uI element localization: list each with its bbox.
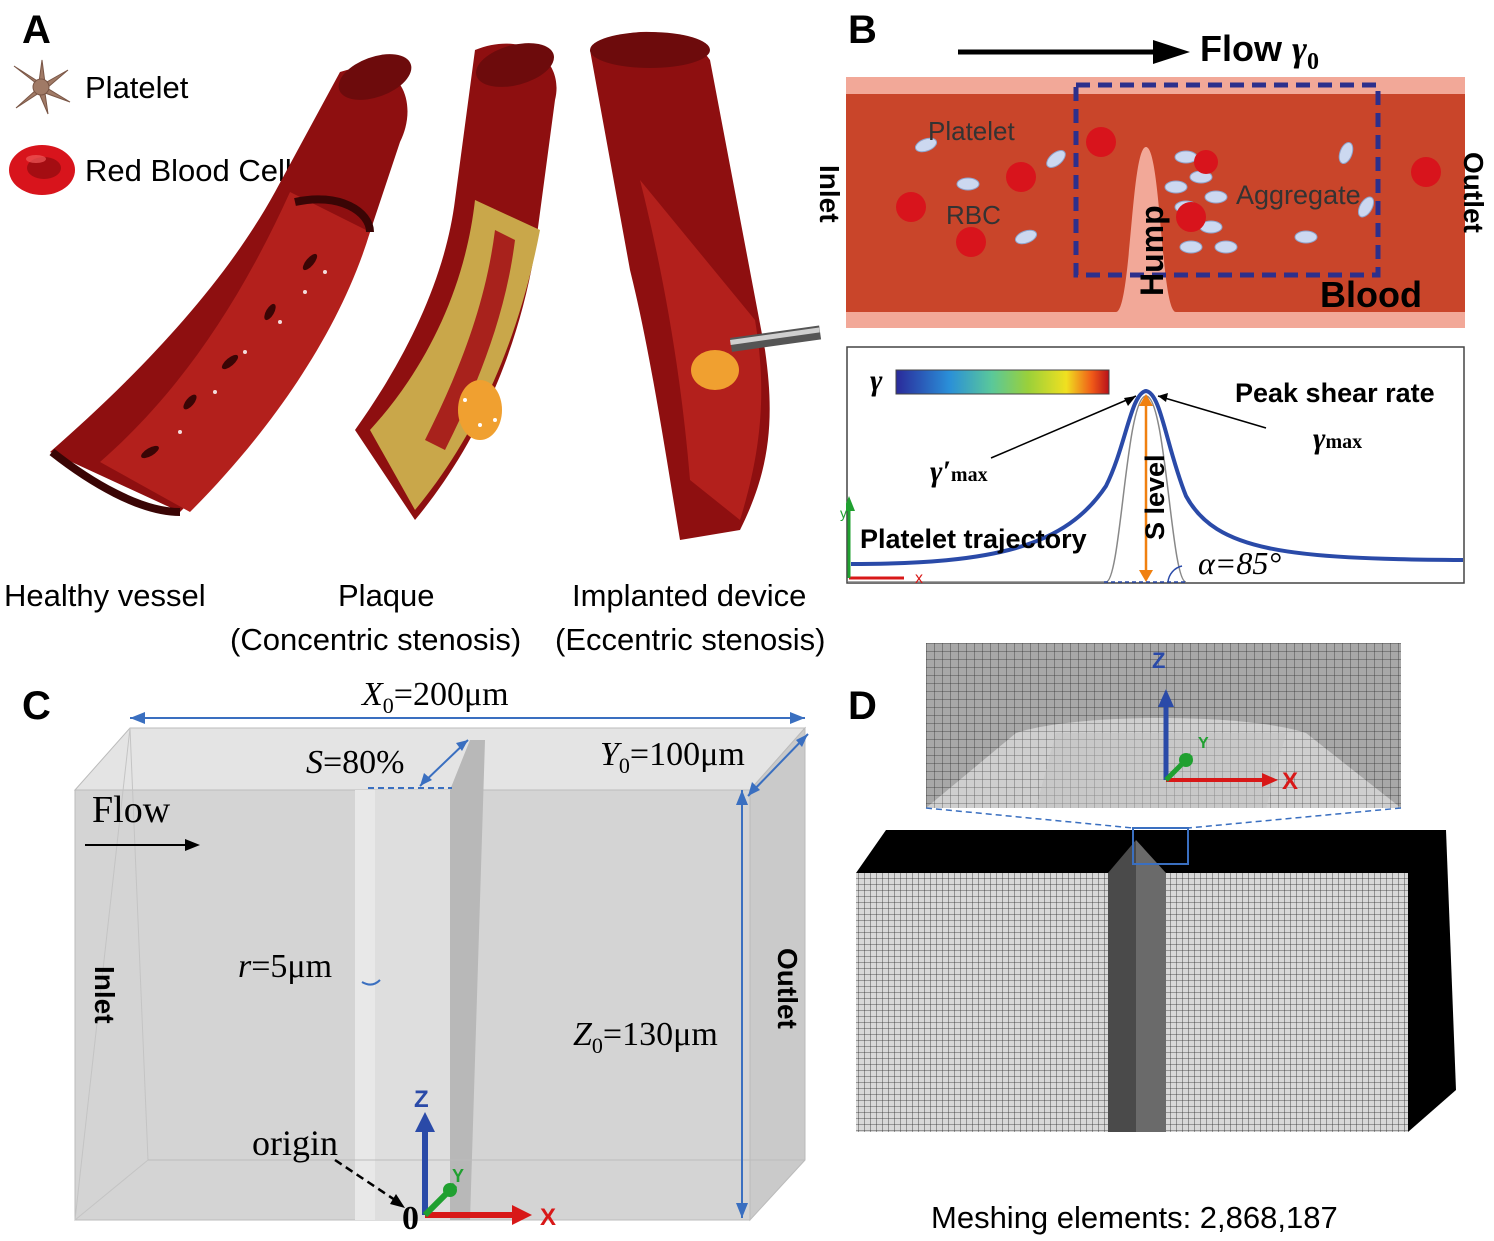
outlet-label-b: Outlet	[1458, 152, 1489, 233]
z0-dimension-label: Z0=130μm	[573, 1016, 718, 1058]
inlet-label-c: Inlet	[89, 966, 120, 1024]
mesh-zoom-inset	[926, 643, 1401, 808]
s-level-label: S level	[1140, 454, 1170, 540]
gamma-max-prime-label: γ′max	[930, 455, 988, 488]
axis-x-label-d: X	[1282, 768, 1299, 795]
panel-a-label: A	[22, 8, 51, 52]
hump-label: Hump	[1134, 205, 1170, 296]
panel-d-label: D	[848, 684, 877, 728]
platelet-icon	[13, 59, 71, 115]
caption-implanted-device: Implanted device	[572, 578, 807, 613]
origin-zero-label: 0	[402, 1200, 419, 1237]
colorbar-gamma-symbol: γ	[870, 364, 883, 397]
axis-x-label-b: x	[915, 570, 923, 587]
shear-rate-plot	[846, 346, 1465, 584]
radius-label: r=5μm	[238, 948, 333, 985]
subcaption-plaque: (Concentric stenosis)	[230, 622, 522, 657]
subcaption-implanted-device: (Eccentric stenosis)	[555, 622, 826, 657]
axis-x-label-c: X	[540, 1204, 557, 1231]
flow-label-b: Flow γ0	[1200, 28, 1319, 75]
panel-c-label: C	[22, 684, 51, 728]
healthy-vessel-illustration	[49, 54, 412, 516]
legend-rbc-label: Red Blood Cell	[85, 153, 292, 188]
meshing-elements-label: Meshing elements: 2,868,187	[931, 1200, 1338, 1235]
legend-platelet-label: Platelet	[85, 70, 189, 105]
alpha-angle-label: α=85°	[1198, 545, 1282, 581]
y0-dimension-label: Y0=100μm	[600, 736, 745, 778]
platelet-trajectory-label: Platelet trajectory	[860, 524, 1087, 554]
panel-c: C X0=	[0, 670, 860, 1241]
channel-diagram	[846, 77, 1465, 328]
caption-healthy-vessel: Healthy vessel	[4, 578, 206, 613]
rbc-label-b: RBC	[946, 200, 1001, 230]
axis-y-label-c: Y	[452, 1166, 465, 1186]
blood-label: Blood	[1320, 274, 1422, 315]
stenosis-level-label: S=80%	[306, 744, 405, 781]
axis-y-label-d: Y	[1198, 735, 1209, 752]
implanted-device-vessel-illustration	[590, 31, 822, 541]
flow-gamma-symbol: γ	[1292, 29, 1307, 69]
aggregate-label: Aggregate	[1236, 180, 1361, 210]
peak-shear-rate-label: Peak shear rate	[1235, 378, 1435, 408]
plaque-vessel-illustration	[355, 43, 557, 520]
axis-z-label-d: Z	[1152, 648, 1166, 673]
flow-label-c: Flow	[92, 789, 171, 831]
red-blood-cell-icon	[9, 145, 75, 195]
gamma-max-label: γmax	[1313, 422, 1363, 455]
channel-geometry-3d	[73, 712, 809, 1225]
panel-d: D Z X Y	[846, 640, 1494, 1241]
axis-z-label-c: Z	[414, 1086, 429, 1113]
panel-a: A Platelet Red Blood Cell	[0, 0, 860, 670]
x0-dimension-label: X0=200μm	[362, 676, 509, 718]
platelet-label-b: Platelet	[928, 116, 1015, 146]
colorbar	[895, 369, 1110, 395]
caption-plaque: Plaque	[338, 578, 435, 613]
flow-arrow	[958, 40, 1190, 64]
origin-label: origin	[252, 1123, 338, 1163]
full-mesh-block	[856, 807, 1456, 1132]
outlet-label-c: Outlet	[772, 948, 803, 1029]
